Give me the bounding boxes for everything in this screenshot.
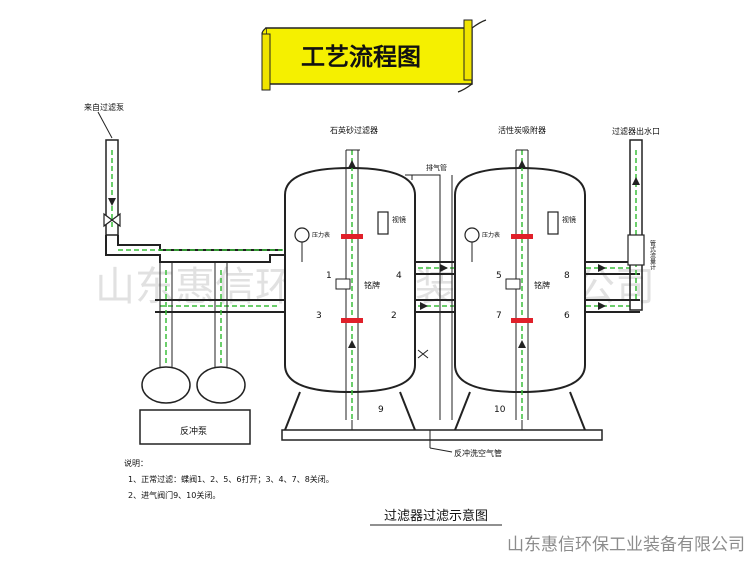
outlet-pipe: 过滤器出水口 管式流量计 [612, 126, 660, 311]
sightglass1-label: 视镜 [392, 215, 406, 224]
notes-line2: 2、进气阀门9、10关闭。 [128, 490, 220, 500]
flowmeter-label: 管式流量计 [649, 239, 656, 271]
notes: 说明： 1、正常过滤：蝶阀1、2、5、6打开；3、4、7、8关闭。 2、进气阀门… [124, 458, 334, 500]
valve-8: 8 [564, 271, 570, 281]
valve-10: 10 [494, 405, 506, 415]
inlet-label: 来自过滤泵 [84, 102, 124, 112]
notes-heading: 说明： [124, 458, 148, 468]
valve-2: 2 [391, 311, 397, 321]
backwash-label: 反冲洗空气管 [454, 448, 502, 458]
title-banner: 工艺流程图 [261, 19, 487, 93]
diagram-title: 工艺流程图 [301, 43, 421, 71]
sightglass2-label: 视镜 [562, 215, 576, 224]
nameplate2-label: 铭牌 [534, 280, 550, 290]
valve-9: 9 [378, 405, 384, 415]
valve-numbers: 1 2 3 4 5 6 7 8 9 10 [316, 271, 570, 415]
carbon-label: 活性炭吸附器 [498, 125, 546, 135]
valve-3: 3 [316, 311, 322, 321]
caption: 过滤器过滤示意图 [384, 508, 488, 524]
valve-6: 6 [564, 311, 570, 321]
pressure1-label: 压力表 [312, 231, 330, 239]
inlet-pipe: 来自过滤泵 [84, 102, 124, 236]
backwash-pumps: 反冲泵 [139, 262, 251, 445]
base: 反冲洗空气管 [281, 420, 603, 458]
valve-7: 7 [496, 311, 502, 321]
pressure2-label: 压力表 [482, 231, 500, 239]
top-pipes: 排气管 [346, 149, 528, 420]
valve-5: 5 [496, 271, 502, 281]
exhaust-label: 排气管 [426, 163, 447, 172]
footer-company: 山东惠信环保工业装备有限公司 [507, 535, 745, 555]
activated-carbon-adsorber: 活性炭吸附器 压力表 视镜 铭牌 [454, 125, 586, 431]
valve-1: 1 [326, 271, 332, 281]
quartz-sand-filter: 石英砂过滤器 压力表 视镜 铭牌 [284, 125, 416, 431]
valve-4: 4 [396, 271, 402, 281]
pump-label: 反冲泵 [180, 425, 207, 437]
outlet-label: 过滤器出水口 [612, 126, 660, 136]
nameplate1-label: 铭牌 [364, 280, 380, 290]
quartz-label: 石英砂过滤器 [330, 125, 378, 135]
notes-line1: 1、正常过滤：蝶阀1、2、5、6打开；3、4、7、8关闭。 [128, 474, 334, 484]
